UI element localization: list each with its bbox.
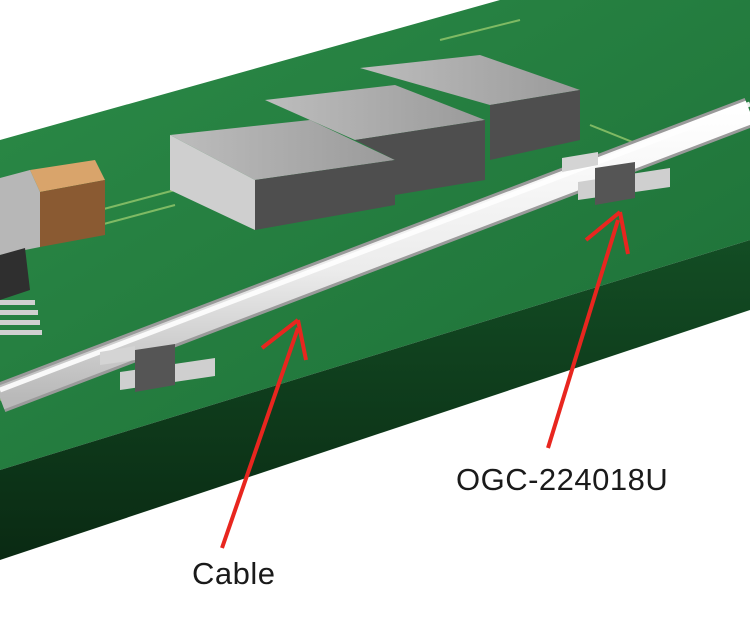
cable-label: Cable <box>192 556 276 591</box>
part-arrow <box>546 210 630 449</box>
capacitor <box>0 160 105 255</box>
inductor-block-3 <box>360 55 580 160</box>
ic-chip <box>0 248 42 335</box>
inductor-block-2 <box>265 85 485 195</box>
part-number-label: OGC-224018U <box>456 462 669 497</box>
inductor-block-1 <box>170 120 395 230</box>
cable-arrow <box>220 318 308 549</box>
pcb-edge <box>0 240 750 560</box>
cable-clip-left <box>100 344 215 392</box>
cable-clip-right <box>562 152 670 205</box>
